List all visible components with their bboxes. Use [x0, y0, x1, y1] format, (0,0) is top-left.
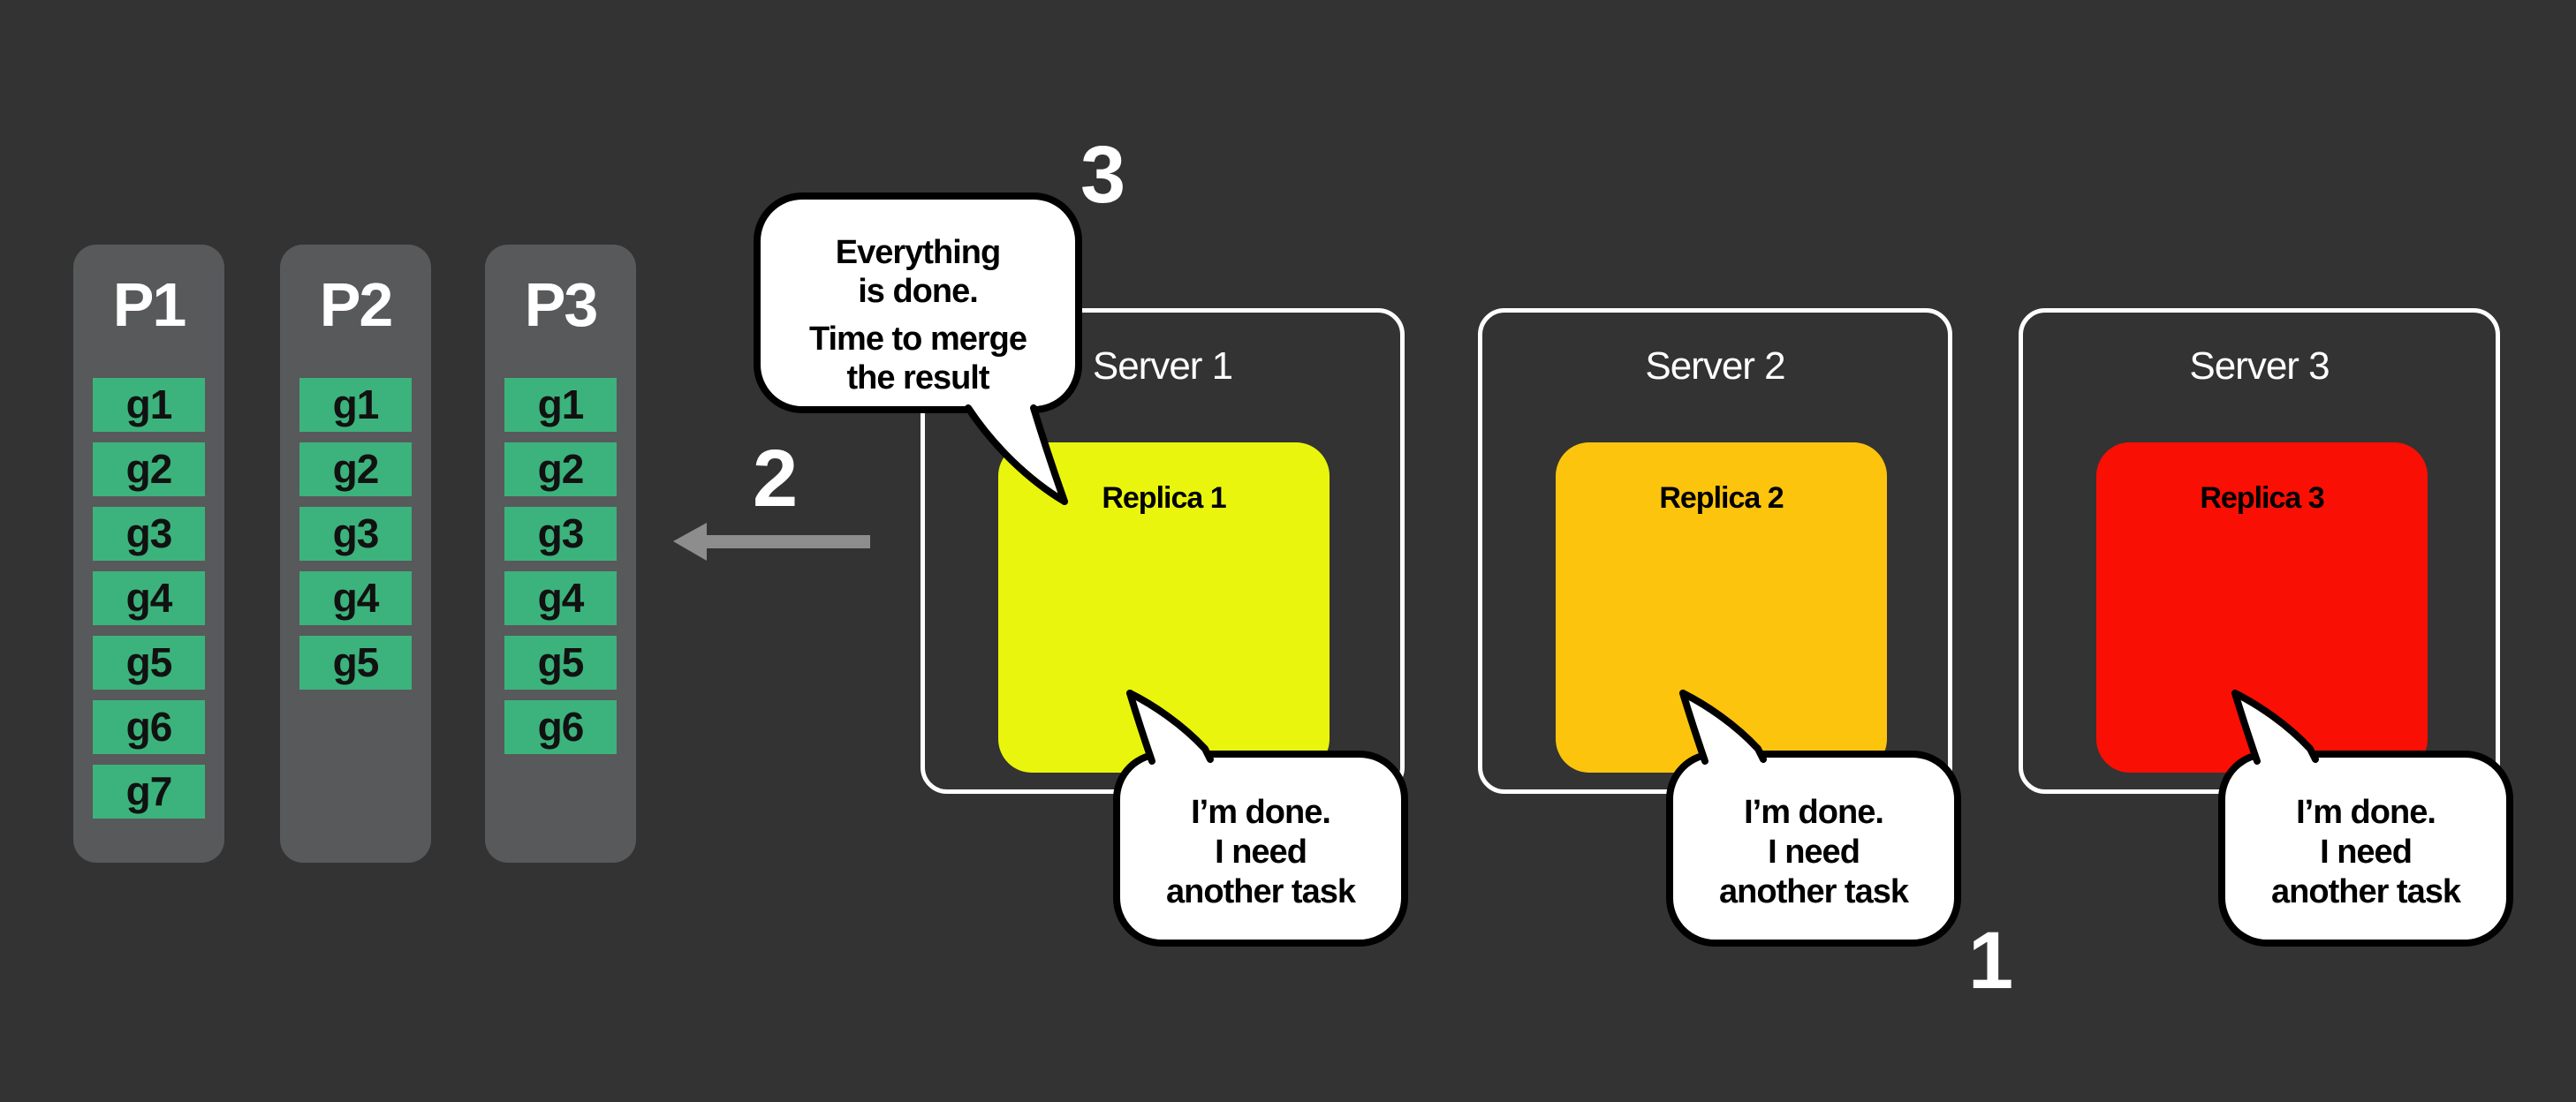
task-cell: g3: [299, 507, 412, 561]
task-cell: g5: [504, 636, 617, 690]
task-cell: g3: [93, 507, 205, 561]
speech-line: I need: [1768, 834, 1860, 871]
task-cell: g4: [504, 571, 617, 625]
task-cell: g5: [93, 636, 205, 690]
task-cell: g6: [504, 700, 617, 754]
speech-bubble-done-1: I’m done. I need another task: [1113, 751, 1408, 947]
speech-line: another task: [1166, 873, 1356, 910]
speech-line: Time to merge: [808, 321, 1027, 358]
speech-bubble-merge-tail: [965, 404, 1068, 505]
server-title: Server 2: [1645, 344, 1785, 388]
task-cell: g6: [93, 700, 205, 754]
task-cell: g1: [299, 378, 412, 432]
speech-line: I’m done.: [1191, 794, 1331, 831]
step-label-2: 2: [753, 434, 799, 524]
speech-bubble-done-3: I’m done. I need another task: [2218, 751, 2513, 947]
speech-line: I’m done.: [1744, 794, 1884, 831]
speech-bubble-merge-text: Everything is done. Time to merge the re…: [761, 200, 1075, 397]
speech-bubble-done-1-tail: [1126, 690, 1214, 765]
server-title: Server 1: [1092, 344, 1233, 388]
speech-bubble-done-text: I’m done. I need another task: [1673, 758, 1954, 912]
task-cell: g5: [299, 636, 412, 690]
task-cell: g1: [504, 378, 617, 432]
replica-label: Replica 3: [2200, 481, 2324, 515]
speech-line: Everything: [835, 234, 1001, 271]
replica-label: Replica 1: [1102, 481, 1226, 515]
partition-title: P3: [524, 270, 599, 339]
speech-bubble-done-text: I’m done. I need another task: [2225, 758, 2506, 912]
step-label-3: 3: [1080, 130, 1126, 220]
speech-line: I need: [1215, 834, 1307, 871]
step-label-1: 1: [1968, 916, 2014, 1006]
speech-bubble-merge: Everything is done. Time to merge the re…: [754, 192, 1082, 413]
replica-label: Replica 2: [1659, 481, 1784, 515]
partition-column-p3: P3 g1 g2 g3 g4 g5 g6: [485, 245, 636, 863]
partition-column-p2: P2 g1 g2 g3 g4 g5: [280, 245, 431, 863]
speech-line: I’m done.: [2296, 794, 2436, 831]
partition-title: P1: [112, 270, 187, 339]
task-cell: g4: [93, 571, 205, 625]
task-cell: g2: [93, 442, 205, 496]
speech-bubble-done-text: I’m done. I need another task: [1120, 758, 1401, 912]
server-title: Server 3: [2189, 344, 2330, 388]
partition-column-p1: P1 g1 g2 g3 g4 g5 g6 g7: [73, 245, 224, 863]
speech-line: is done.: [858, 273, 979, 310]
task-cell: g2: [504, 442, 617, 496]
partition-title: P2: [319, 270, 394, 339]
speech-line: another task: [1719, 873, 1909, 910]
speech-bubble-done-3-tail: [2231, 690, 2319, 765]
speech-line: I need: [2320, 834, 2413, 871]
task-cell: g3: [504, 507, 617, 561]
task-cell: g1: [93, 378, 205, 432]
speech-bubble-done-2: I’m done. I need another task: [1666, 751, 1961, 947]
task-cell: g4: [299, 571, 412, 625]
task-cell: g7: [93, 765, 205, 819]
speech-bubble-done-2-tail: [1679, 690, 1767, 765]
arrow-left-icon: [673, 523, 870, 561]
speech-line: the result: [846, 359, 989, 396]
speech-line: another task: [2271, 873, 2461, 910]
task-cell: g2: [299, 442, 412, 496]
